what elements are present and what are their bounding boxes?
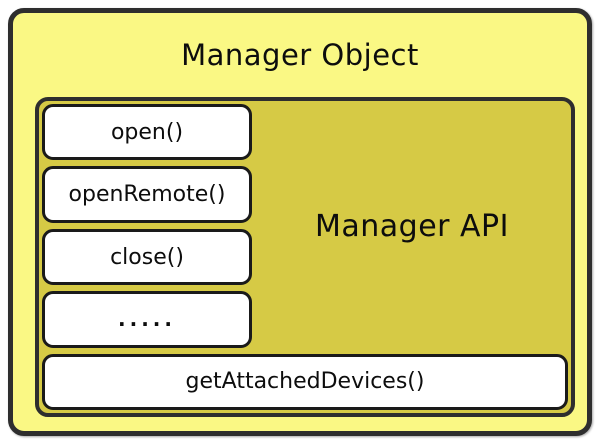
- manager-object-title: Manager Object: [181, 38, 419, 72]
- manager-object-box: Manager Object open() openRemote() close…: [8, 8, 592, 436]
- method-box-ellipsis: .....: [42, 291, 252, 348]
- manager-api-box: open() openRemote() close() ..... getAtt…: [35, 97, 575, 417]
- manager-api-label: Manager API: [315, 208, 509, 244]
- method-box-close: close(): [42, 228, 252, 286]
- method-box-openremote: openRemote(): [42, 166, 252, 223]
- manager-api-label-area: Manager API: [257, 105, 567, 347]
- method-box-getattacheddevices: getAttachedDevices(): [42, 353, 568, 411]
- method-box-open: open(): [42, 104, 252, 161]
- manager-object-header: Manager Object: [13, 13, 587, 97]
